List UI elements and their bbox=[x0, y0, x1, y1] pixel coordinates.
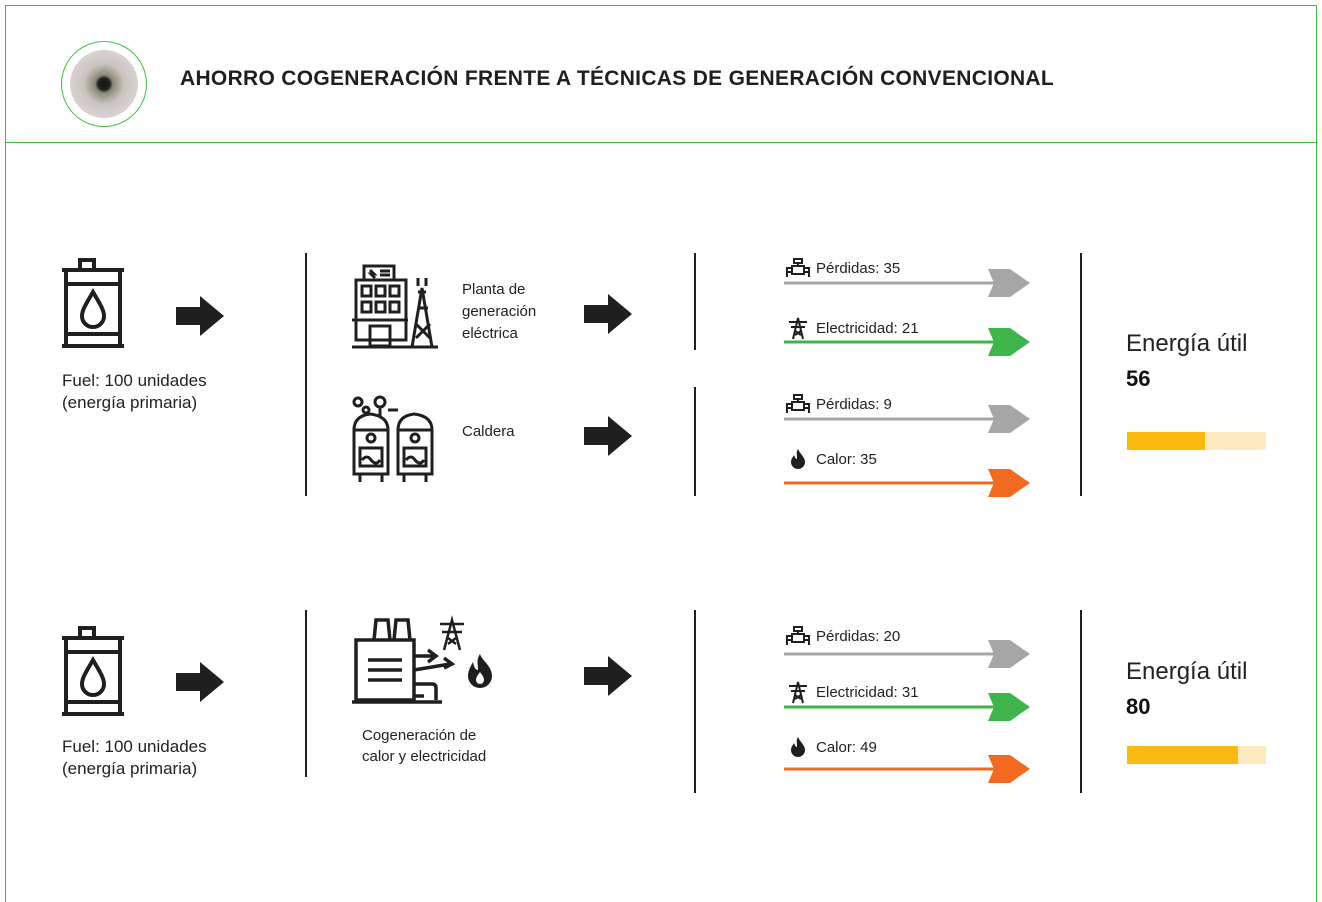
arrow-icon bbox=[584, 416, 632, 456]
flow-label-text: Pérdidas: 9 bbox=[816, 395, 892, 413]
flame-icon bbox=[791, 449, 805, 469]
cogeneration-plant-icon bbox=[352, 615, 492, 704]
useful-energy-title: Energía útil bbox=[1126, 658, 1248, 685]
useful-energy-value: 56 bbox=[1126, 366, 1151, 391]
avatar-image bbox=[70, 50, 138, 118]
divider-line bbox=[305, 610, 307, 777]
plant-label-line3: eléctrica bbox=[462, 325, 518, 342]
boiler-label: Caldera bbox=[462, 423, 515, 440]
divider-line bbox=[1080, 610, 1082, 793]
cogeneration-label-line2: calor y electricidad bbox=[362, 748, 487, 765]
flow-label-electricity: Electricidad: 31 bbox=[786, 680, 919, 704]
flow-label-text: Calor: 49 bbox=[816, 738, 877, 756]
power-tower-icon bbox=[789, 681, 807, 704]
header: AHORRO COGENERACIÓN FRENTE A TÉCNICAS DE… bbox=[5, 5, 1317, 143]
losses-arrow bbox=[784, 269, 1030, 297]
fuel-label-line2: (energía primaria) bbox=[62, 759, 198, 778]
useful-energy-bar bbox=[1127, 432, 1266, 450]
flow-label-text: Pérdidas: 20 bbox=[816, 627, 901, 645]
divider-line bbox=[694, 610, 696, 793]
power-tower-icon bbox=[789, 317, 807, 340]
flow-label-heat: Calor: 35 bbox=[786, 448, 877, 470]
fuel-label-line1: Fuel: 100 unidades bbox=[62, 737, 207, 756]
flow-label-text: Calor: 35 bbox=[816, 450, 877, 468]
heat-arrow bbox=[784, 755, 1030, 783]
plant-label-line1: Planta de bbox=[462, 281, 526, 298]
flow-label-text: Electricidad: 31 bbox=[816, 683, 919, 701]
flow-label-electricity: Electricidad: 21 bbox=[786, 316, 919, 340]
electricity-arrow bbox=[784, 328, 1030, 356]
losses-arrow bbox=[784, 640, 1030, 668]
divider-line bbox=[1080, 253, 1082, 496]
pipe-valve-icon bbox=[786, 394, 810, 413]
arrow-icon bbox=[176, 662, 224, 702]
fuel-label-line2: (energía primaria) bbox=[62, 393, 198, 412]
divider-line bbox=[305, 253, 307, 496]
arrow-icon bbox=[584, 656, 632, 696]
page-title: AHORRO COGENERACIÓN FRENTE A TÉCNICAS DE… bbox=[180, 67, 1055, 90]
flow-label-losses: Pérdidas: 20 bbox=[786, 626, 900, 646]
divider-line bbox=[694, 253, 696, 350]
pipe-valve-icon bbox=[786, 626, 810, 645]
power-plant-icon bbox=[352, 264, 438, 349]
plant-label-line2: generación bbox=[462, 303, 537, 320]
useful-energy-bar-fill bbox=[1127, 432, 1205, 450]
fuel-label-line1: Fuel: 100 unidades bbox=[62, 371, 207, 390]
losses-arrow bbox=[784, 405, 1030, 433]
useful-energy-bar bbox=[1127, 746, 1266, 764]
pipe-valve-icon bbox=[786, 258, 810, 277]
arrow-icon bbox=[584, 294, 632, 334]
boiler-icon bbox=[352, 395, 434, 482]
heat-arrow bbox=[784, 469, 1030, 497]
avatar bbox=[61, 41, 147, 127]
fuel-barrel-icon bbox=[62, 626, 124, 716]
page-frame bbox=[5, 5, 1317, 902]
arrow-icon bbox=[176, 296, 224, 336]
flow-label-losses: Pérdidas: 35 bbox=[786, 258, 900, 278]
useful-energy-value: 80 bbox=[1126, 694, 1151, 719]
fuel-barrel-icon bbox=[62, 258, 124, 348]
flame-icon bbox=[791, 737, 805, 757]
flow-label-text: Pérdidas: 35 bbox=[816, 259, 901, 277]
electricity-arrow bbox=[784, 693, 1030, 721]
useful-energy-title: Energía útil bbox=[1126, 330, 1248, 357]
flow-label-heat: Calor: 49 bbox=[786, 736, 877, 758]
flow-label-text: Electricidad: 21 bbox=[816, 319, 919, 337]
divider-line bbox=[694, 387, 696, 496]
useful-energy-bar-fill bbox=[1127, 746, 1239, 764]
cogeneration-label-line1: Cogeneración de bbox=[362, 727, 477, 744]
flow-label-losses: Pérdidas: 9 bbox=[786, 394, 892, 414]
